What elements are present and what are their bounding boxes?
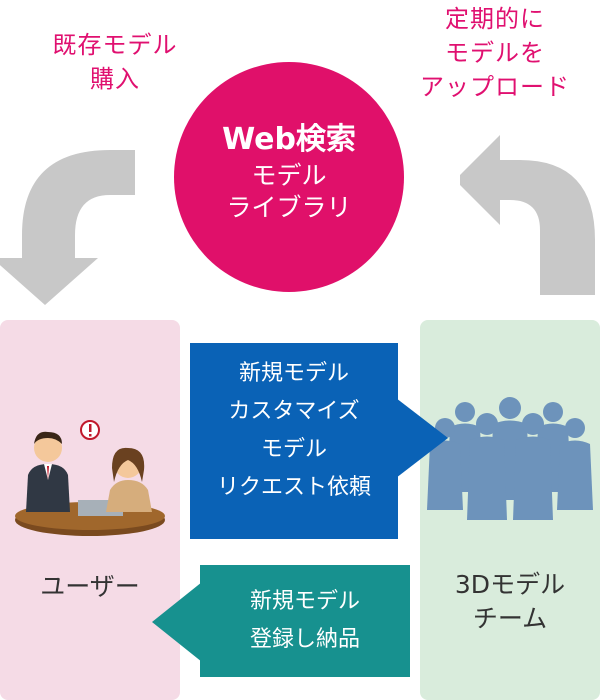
delivery-line-2: 登録し納品	[249, 627, 360, 652]
curved-down-arrow-icon	[0, 150, 135, 305]
model-library-circle: Web検索 モデル ライブラリ	[174, 62, 404, 292]
periodic-upload-label: 定期的に モデルを アップロード	[400, 2, 590, 104]
request-line-3: モデル	[260, 437, 327, 462]
periodic-upload-line-3: アップロード	[420, 73, 570, 101]
delivery-box: 新規モデル 登録し納品	[200, 565, 410, 677]
buy-existing-label: 既存モデル 購入	[20, 28, 210, 96]
team-label-line-1: 3Dモデル	[454, 570, 566, 599]
periodic-upload-line-2: モデルを	[445, 39, 545, 67]
periodic-upload-line-1: 定期的に	[445, 5, 545, 33]
buy-existing-line-1: 既存モデル	[52, 31, 178, 59]
team-silhouettes-illustration	[427, 397, 593, 520]
buy-existing-line-2: 購入	[90, 65, 140, 93]
request-line-1: 新規モデル	[238, 361, 349, 386]
request-line-2: カスタマイズ	[228, 399, 360, 424]
user-label: ユーザー	[40, 572, 140, 601]
team-label: 3Dモデル チーム	[420, 568, 600, 636]
curved-up-arrow-icon	[460, 135, 595, 295]
delivery-line-1: 新規モデル	[249, 589, 360, 614]
user-panel: ユーザー	[0, 320, 180, 700]
users-meeting-illustration	[15, 420, 165, 536]
library-line-1: モデル	[251, 161, 327, 190]
request-line-4: リクエスト依頼	[216, 475, 371, 500]
library-line-2: ライブラリ	[226, 193, 352, 222]
delivery-arrow-tip	[152, 582, 202, 662]
request-box: 新規モデル カスタマイズ モデル リクエスト依頼	[190, 343, 398, 539]
request-arrow-tip	[396, 398, 448, 478]
library-title: Web検索	[222, 122, 356, 157]
team-label-line-2: チーム	[472, 604, 548, 633]
team-panel: 3Dモデル チーム	[420, 320, 600, 700]
